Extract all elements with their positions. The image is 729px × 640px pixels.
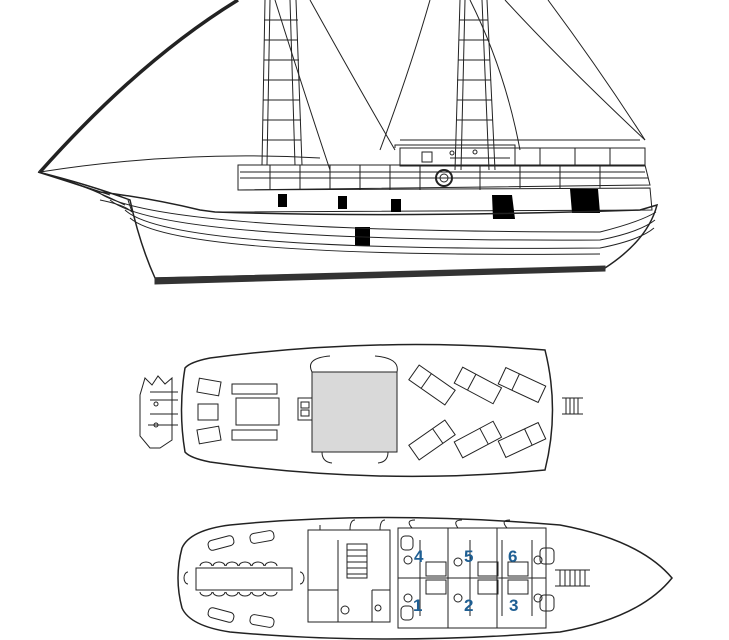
hull — [37, 171, 659, 279]
cabin-berths — [400, 535, 555, 621]
cabin-label-3: 3 — [509, 596, 518, 615]
hull-windows — [278, 189, 600, 246]
tender-boat — [139, 375, 178, 449]
sun-loungers — [408, 364, 547, 461]
ship-side-view — [37, 0, 659, 285]
cabin-label-6: 6 — [508, 547, 517, 566]
lower-deck-outline — [177, 516, 673, 640]
cabin-label-2: 2 — [464, 596, 473, 615]
stairs — [346, 543, 368, 579]
lower-deck-plan: 4 5 6 1 2 3 — [177, 516, 673, 640]
gangway — [562, 397, 583, 415]
bow-gangway — [555, 569, 590, 587]
cabin-label-1: 1 — [413, 596, 422, 615]
deck-railing — [237, 164, 651, 191]
upper-deck-plan — [139, 343, 583, 478]
mast-main — [454, 0, 496, 171]
deck-house — [394, 144, 646, 167]
dining-area — [183, 530, 305, 628]
lifebuoy-icon — [435, 169, 453, 187]
mast-fore — [261, 0, 303, 166]
sails — [38, 0, 646, 196]
cabin-label-4: 4 — [414, 547, 424, 566]
cabin-labels: 4 5 6 1 2 3 — [413, 547, 518, 615]
upper-deck-outline — [180, 343, 554, 478]
cabin-label-5: 5 — [464, 547, 473, 566]
keel — [154, 265, 606, 285]
deck-house-roof — [311, 371, 398, 453]
